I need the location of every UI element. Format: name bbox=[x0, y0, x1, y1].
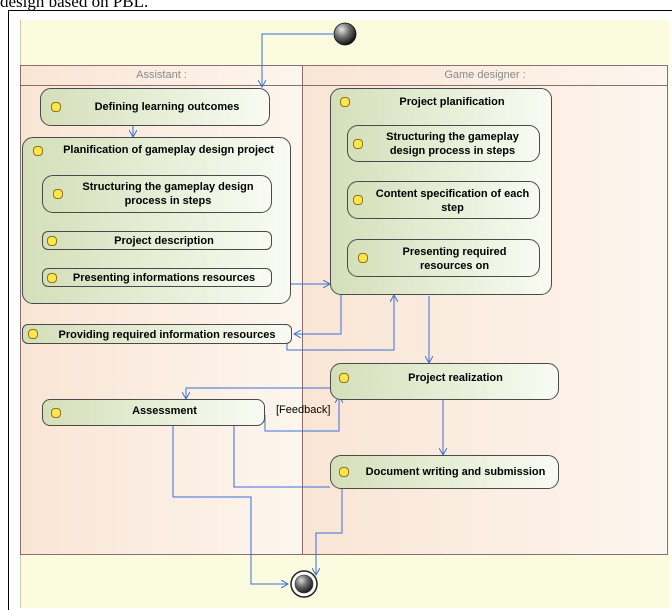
action-bullet-icon bbox=[33, 146, 43, 156]
lane-header-assistant: Assistant : bbox=[21, 66, 302, 86]
action-label: Project description bbox=[114, 235, 214, 247]
action-label: Planification of gameplay design project bbox=[63, 144, 274, 156]
lane-header-game-designer: Game designer : bbox=[303, 66, 667, 86]
action-label: Presenting required resources on bbox=[402, 246, 507, 272]
action-bullet-icon bbox=[353, 139, 363, 149]
action-label: Assessment bbox=[132, 405, 197, 417]
action-defining-learning-outcomes[interactable]: Defining learning outcomes bbox=[40, 88, 270, 126]
action-content-specification[interactable]: Content specification of each step bbox=[347, 181, 540, 219]
action-bullet-icon bbox=[47, 273, 57, 283]
action-project-description[interactable]: Project description bbox=[42, 231, 272, 250]
action-label: Document writing and submission bbox=[365, 466, 546, 478]
action-structuring-gameplay-left[interactable]: Structuring the gameplay design process … bbox=[42, 175, 272, 213]
action-document-writing-submission[interactable]: Document writing and submission bbox=[330, 455, 559, 489]
action-bullet-icon bbox=[353, 195, 363, 205]
action-bullet-icon bbox=[53, 189, 63, 199]
action-bullet-icon bbox=[339, 373, 349, 383]
guard-feedback: [Feedback] bbox=[276, 404, 331, 416]
action-assessment[interactable]: Assessment bbox=[42, 399, 265, 426]
action-bullet-icon bbox=[51, 102, 61, 112]
action-label: Project realization bbox=[408, 372, 503, 384]
action-project-realization[interactable]: Project realization bbox=[330, 363, 559, 400]
action-bullet-icon bbox=[28, 329, 38, 339]
action-label: Project planification bbox=[399, 96, 505, 108]
action-presenting-required-resources[interactable]: Presenting required resources on bbox=[347, 239, 540, 277]
action-presenting-informations-resources[interactable]: Presenting informations resources bbox=[42, 268, 272, 287]
action-label: Structuring the gameplay design process … bbox=[386, 131, 519, 157]
action-structuring-gameplay-right[interactable]: Structuring the gameplay design process … bbox=[347, 125, 540, 162]
action-bullet-icon bbox=[358, 253, 368, 263]
action-providing-required-information-resources[interactable]: Providing required information resources bbox=[22, 324, 292, 344]
action-label: Structuring the gameplay design process … bbox=[82, 181, 254, 207]
action-label: Presenting informations resources bbox=[72, 272, 256, 284]
action-bullet-icon bbox=[340, 97, 350, 107]
action-label: Providing required information resources bbox=[58, 329, 276, 341]
action-bullet-icon bbox=[339, 467, 349, 477]
action-bullet-icon bbox=[51, 408, 61, 418]
action-bullet-icon bbox=[47, 236, 57, 246]
caption-fragment: design based on PBL. bbox=[0, 0, 149, 11]
action-label: Content specification of each step bbox=[375, 188, 530, 214]
action-label: Defining learning outcomes bbox=[94, 101, 240, 113]
